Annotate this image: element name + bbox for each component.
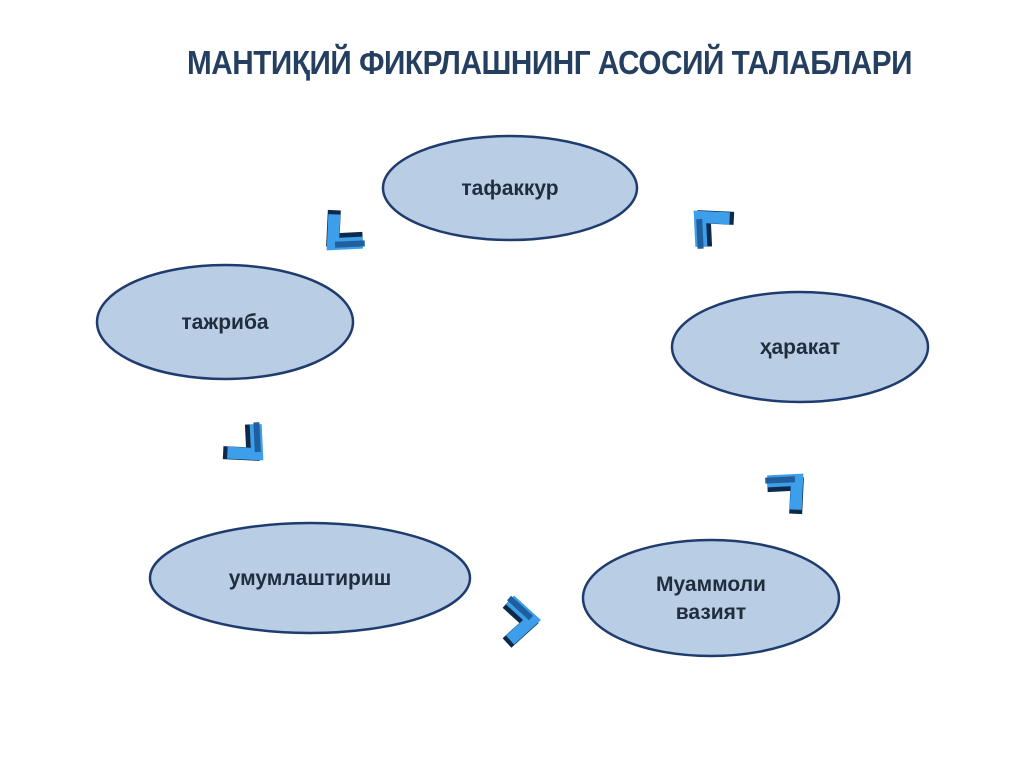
node-tafakkur: тафаккур — [381, 134, 639, 242]
node-label: ҳаракат — [760, 336, 840, 359]
arrow-up-right-icon — [765, 473, 804, 515]
node-label: вазият — [676, 601, 746, 624]
node-ellipse — [381, 134, 639, 242]
node-tajriba: тажриба — [95, 263, 355, 381]
slide-title: МАНТИҚИЙ ФИКРЛАШНИНГ АСОСИЙ ТАЛАБЛАРИ — [186, 44, 913, 81]
node-ellipse — [581, 538, 841, 658]
node-ellipse — [95, 263, 355, 381]
node-label: тафаккур — [461, 177, 558, 200]
node-ellipse — [670, 290, 930, 404]
node-label: умумлаштириш — [229, 567, 392, 590]
node-label: тажриба — [181, 311, 269, 334]
arrow-down-right-icon — [222, 422, 264, 461]
arrow-down-left-icon — [326, 209, 365, 251]
arrow-right-icon — [502, 595, 541, 648]
node-harakat: ҳаракат — [670, 290, 930, 404]
node-label: Муаммоли — [656, 573, 766, 596]
arrow-up-left-icon — [693, 210, 735, 249]
node-umumlashtirish: умумлаштириш — [148, 521, 472, 635]
node-muammoli: Муаммоли вазият — [581, 538, 841, 658]
node-ellipse — [148, 521, 472, 635]
